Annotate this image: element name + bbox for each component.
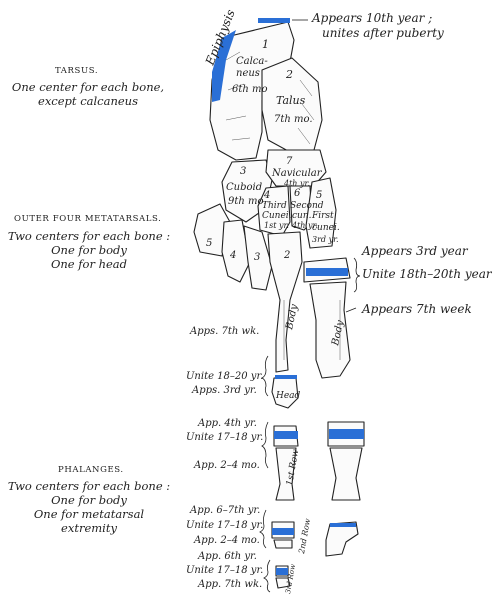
row3-app-7th: App. 7th wk. xyxy=(198,579,263,590)
calcaneus-bone xyxy=(209,21,295,161)
metatarsal-1-epiphysis xyxy=(306,268,348,276)
first-cuneiform-number: 5 xyxy=(316,190,322,201)
tarsus-description: One center for each bone, except calcane… xyxy=(8,80,168,108)
cuboid-age: 9th mo. xyxy=(228,196,267,207)
tarsus-line1: One center for each bone, xyxy=(11,80,165,94)
first-meta-appears-callout: Appears 3rd year xyxy=(362,244,468,258)
metatarsal-3 xyxy=(243,225,273,291)
calcaneus-shading xyxy=(225,51,251,141)
phalanx-1-body-big xyxy=(329,447,363,501)
calcaneus-epiphysis-top xyxy=(258,18,290,23)
row2-unite: Unite 17–18 yr. xyxy=(186,520,264,531)
row2-app-2-4: App. 2–4 mo. xyxy=(194,535,260,546)
third-cuneiform-label1: Third xyxy=(262,201,287,211)
first-meta-brace xyxy=(353,257,361,293)
navicular-number: 7 xyxy=(286,156,293,167)
calcaneus-label: Calca- xyxy=(236,56,268,67)
talus-label: Talus xyxy=(276,94,306,107)
second-cuneiform-label2: cun. xyxy=(292,211,312,221)
metatarsal-2-number: 2 xyxy=(283,250,290,261)
row1-unite: Unite 17–18 yr. xyxy=(186,432,264,443)
phalanges-line4: extremity xyxy=(61,521,117,535)
phalanx-3-body xyxy=(275,577,291,589)
first-cuneiform-age: 3rd yr. xyxy=(312,235,339,244)
first-cuneiform-label2: cunei. xyxy=(312,223,340,233)
phalanx-1-body-small xyxy=(275,447,297,501)
phalanx-2-big-epiphysis xyxy=(330,523,356,527)
second-cuneiform-label1: Second xyxy=(290,201,324,211)
metatarsal-3-number: 3 xyxy=(254,252,260,263)
phalanx-2-body-small xyxy=(273,539,293,549)
second-cuneiform-age: 4th yr. xyxy=(291,221,318,230)
row3-app-6th: App. 6th yr. xyxy=(198,551,257,562)
third-cuneiform-age: 1st yr. xyxy=(264,221,289,230)
calcaneus-number: 1 xyxy=(262,38,269,51)
cuboid-label: Cuboid xyxy=(226,182,262,193)
row3-brace xyxy=(263,559,271,593)
meta2-brace xyxy=(261,355,269,397)
navicular-age: 4th yr. xyxy=(283,179,310,188)
metatarsal-2-head-label: Head xyxy=(275,391,301,401)
meta2-unite: Unite 18–20 yr. xyxy=(186,371,264,382)
row1-app-4th: App. 4th yr. xyxy=(198,418,257,429)
tarsus-line2: except calcaneus xyxy=(38,94,138,108)
first-meta-unite-callout: Unite 18th–20th year xyxy=(362,267,492,281)
metatarsals-heading: OUTER FOUR METATARSALS. xyxy=(14,214,162,224)
first-meta-body-leader xyxy=(345,307,357,313)
metatarsal-2-body xyxy=(267,231,303,373)
calcaneus-age: 6th mo xyxy=(232,84,268,95)
talus-number: 2 xyxy=(285,68,293,81)
first-cuneiform-bone xyxy=(305,177,337,249)
metatarsals-line3: One for head xyxy=(50,257,128,271)
metatarsal-2-body-label: Body xyxy=(284,303,300,331)
metatarsals-description: Two centers for each bone : One for body… xyxy=(4,229,174,271)
metatarsal-5 xyxy=(193,203,231,257)
metatarsals-line2: One for body xyxy=(51,243,127,257)
tarsus-heading: TARSUS. xyxy=(55,66,99,76)
metatarsal-1-body-label: Body xyxy=(330,319,346,347)
first-cuneiform-label1: First xyxy=(311,211,334,221)
calcaneus-epiphysis xyxy=(212,30,236,102)
epiphysis-callout-2: unites after puberty xyxy=(322,26,444,40)
metatarsals-line1: Two centers for each bone : xyxy=(7,229,171,243)
phalanx-2-small-epiphysis xyxy=(272,528,294,535)
phalanges-line1: Two centers for each bone : xyxy=(7,479,171,493)
meta2-apps-3rd: Apps. 3rd yr. xyxy=(192,385,257,396)
metatarsal-2-head-epiphysis xyxy=(275,375,297,379)
phalanx-3-epiphysis xyxy=(276,568,288,575)
third-cuneiform-number: 4 xyxy=(263,190,270,201)
calcaneus-label2: neus xyxy=(236,68,260,79)
metatarsal-4-number: 4 xyxy=(229,250,236,261)
navicular-label: Navicular xyxy=(271,168,323,179)
meta2-apps-7th: Apps. 7th wk. xyxy=(190,326,260,337)
metatarsal-5-number: 5 xyxy=(206,238,212,249)
first-meta-body-callout: Appears 7th week xyxy=(362,302,472,316)
cuboid-number: 3 xyxy=(240,166,246,177)
phalanges-description: Two centers for each bone : One for body… xyxy=(4,479,174,535)
row2-brace xyxy=(259,509,267,549)
phalanx-1-big-epiphysis xyxy=(329,429,364,439)
metatarsal-4 xyxy=(221,219,251,283)
row1-brace xyxy=(261,421,269,469)
phalanges-heading: PHALANGES. xyxy=(58,465,124,475)
phalanges-line2: One for body xyxy=(51,493,127,507)
row2-app-6-7: App. 6–7th yr. xyxy=(190,505,261,516)
phalanx-2-big xyxy=(325,521,359,557)
row2-label: 2nd Row xyxy=(297,518,312,556)
epiphysis-callout-1: Appears 10th year ; xyxy=(312,11,433,25)
row3-unite: Unite 17–18 yr. xyxy=(186,565,264,576)
phalanx-1-small-epiphysis xyxy=(274,431,298,439)
row1-app-2-4: App. 2–4 mo. xyxy=(194,460,260,471)
second-cuneiform-number: 6 xyxy=(294,188,301,199)
talus-age: 7th mo. xyxy=(274,114,313,125)
third-cuneiform-label2: Cunei. xyxy=(262,211,292,221)
talus-shading xyxy=(297,79,315,145)
phalanges-line3: One for metatarsal xyxy=(33,507,145,521)
